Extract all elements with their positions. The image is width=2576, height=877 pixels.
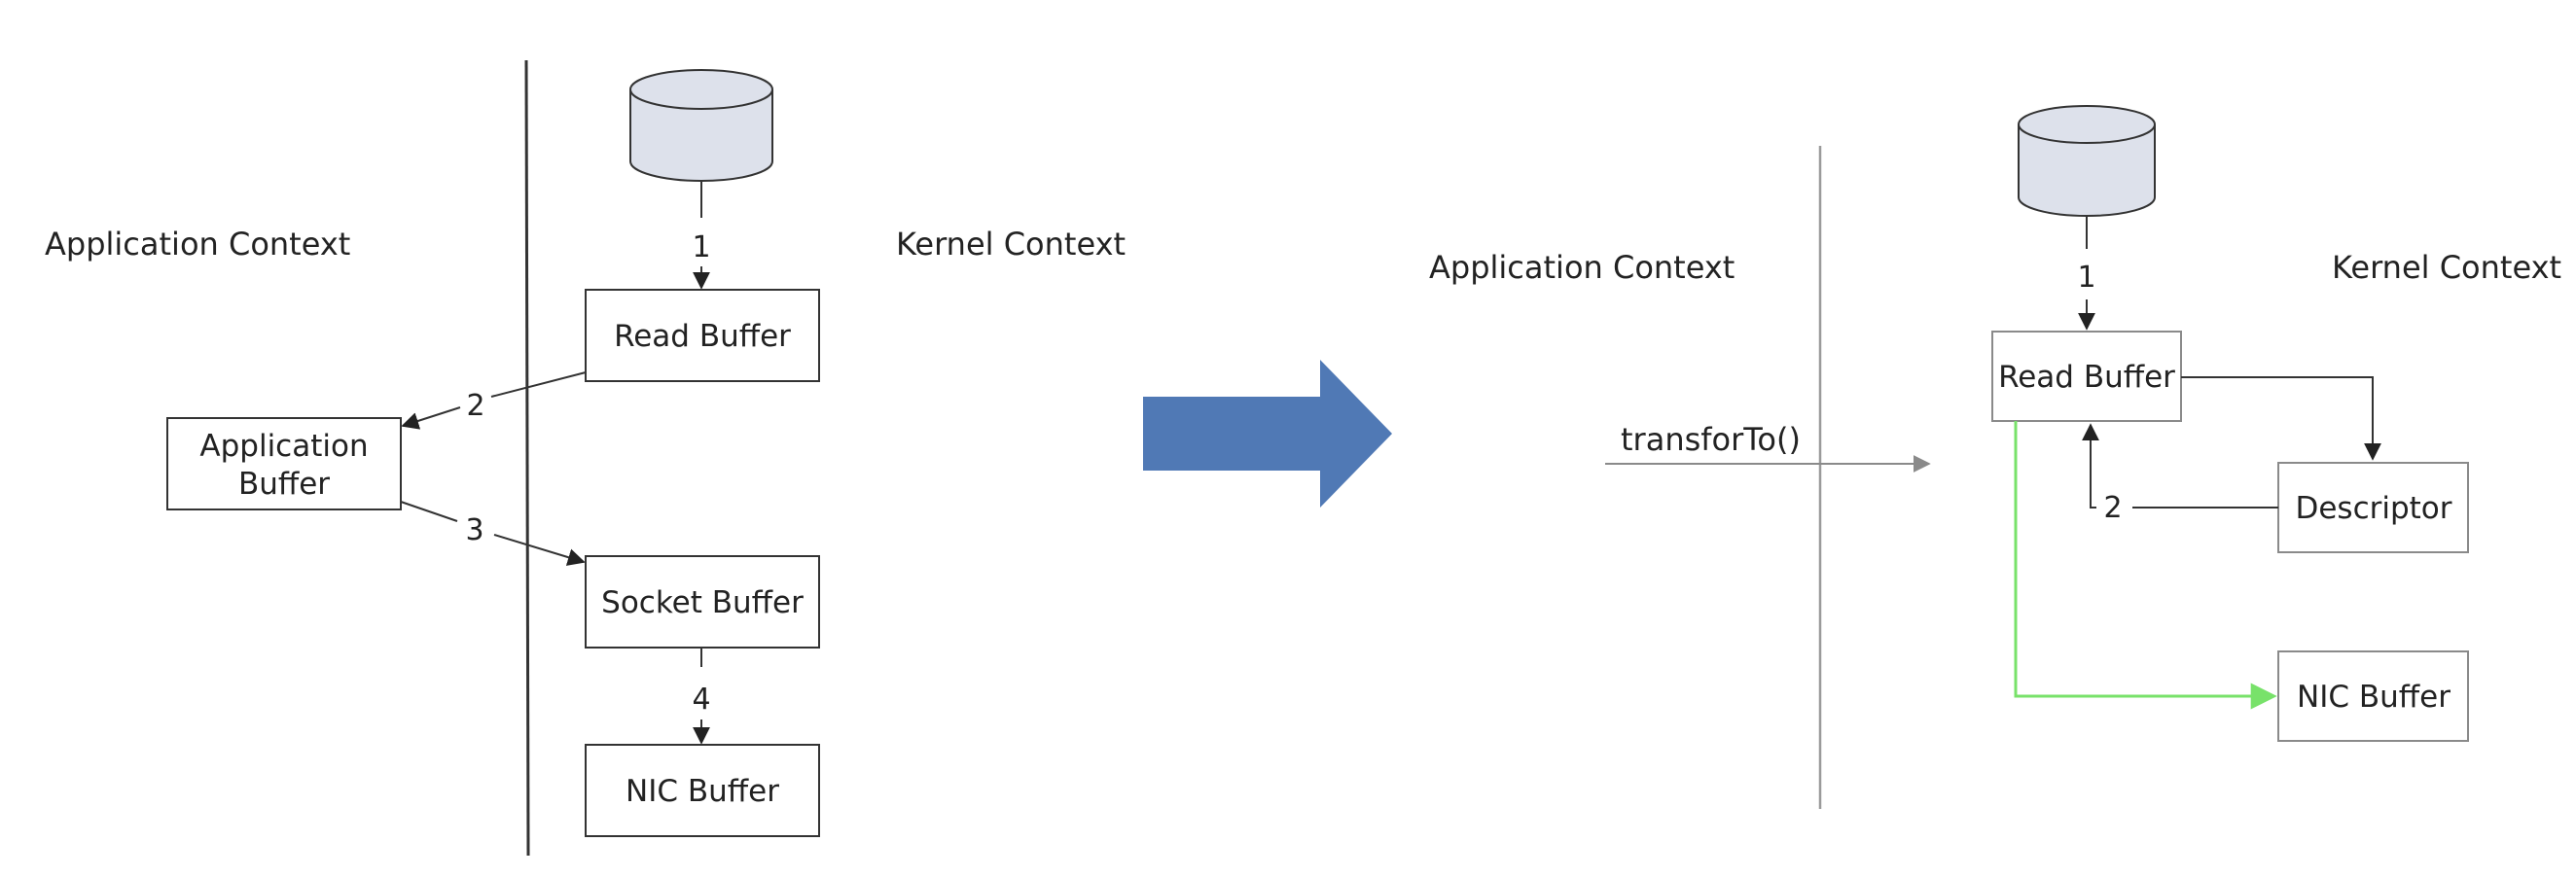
transition-arrow-icon: [1143, 360, 1392, 508]
left-application-buffer-box: [166, 417, 402, 510]
left-application-context-label: Application Context: [45, 226, 350, 263]
right-step-2-label: 2: [2103, 491, 2122, 525]
left-kernel-context-label: Kernel Context: [896, 226, 1126, 263]
left-disk-icon: [629, 69, 773, 182]
left-socket-buffer-label: Socket Buffer: [601, 585, 804, 620]
left-read-buffer-label: Read Buffer: [614, 319, 791, 354]
left-socket-buffer-box: [585, 555, 820, 649]
right-read-buffer-label: Read Buffer: [1998, 360, 2175, 395]
left-step3-line-a: [400, 501, 458, 522]
left-step-4-label: 4: [692, 683, 710, 717]
left-step-1-label: 1: [692, 230, 710, 264]
left-nic-buffer-label: NIC Buffer: [626, 774, 779, 809]
left-traditional-copy-diagram: Application Context Kernel Context 1 Rea…: [45, 59, 1126, 857]
left-application-buffer-label-line1: Application: [199, 429, 368, 464]
right-application-context-label: Application Context: [1429, 249, 1735, 286]
right-step-1-label: 1: [2077, 261, 2095, 295]
right-descriptor-label: Descriptor: [2295, 491, 2451, 526]
left-step2-line-a: [490, 371, 587, 398]
left-nic-buffer-box: [585, 744, 820, 837]
right-read-to-descriptor-arrow: [2181, 376, 2381, 461]
right-disk-icon: [2018, 105, 2156, 217]
left-step2-arrow: [401, 406, 461, 430]
right-transfer-call-label: transforTo(): [1621, 421, 1801, 458]
left-step-3-label: 3: [465, 513, 483, 547]
left-step-2-label: 2: [466, 389, 484, 423]
right-dma-copy-arrow: [2014, 421, 2277, 710]
right-zero-copy-diagram: Application Context Kernel Context trans…: [1429, 105, 2561, 809]
right-step2-arrow: [2082, 423, 2099, 509]
right-nic-buffer-label: NIC Buffer: [2297, 680, 2451, 715]
left-context-divider: [524, 59, 530, 857]
right-nic-buffer-box: [2277, 650, 2469, 742]
left-read-buffer-box: [585, 289, 820, 382]
right-descriptor-box: [2277, 462, 2469, 553]
left-application-buffer-label-line2: Buffer: [238, 467, 330, 502]
left-step3-arrow: [493, 534, 586, 566]
right-kernel-context-label: Kernel Context: [2332, 249, 2561, 286]
